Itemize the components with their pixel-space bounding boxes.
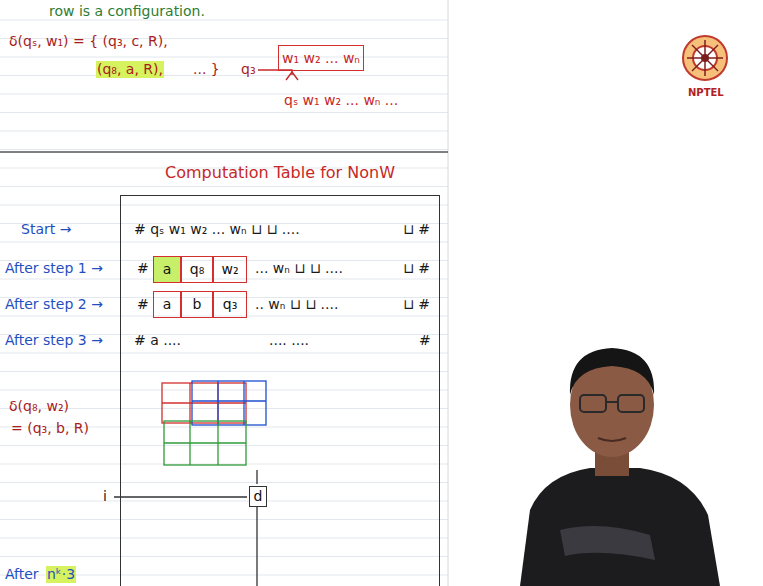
tape-cell: a bbox=[153, 256, 181, 283]
row-cells: ⊔ # bbox=[402, 296, 431, 313]
row-cells: # bbox=[136, 260, 150, 277]
cell-text: q₈ bbox=[190, 261, 205, 278]
row-label: Start → bbox=[20, 221, 72, 238]
computation-table: aq₈w₂abq₃dComputation Table for NonW bbox=[120, 195, 440, 586]
ruled-line bbox=[0, 131, 448, 132]
row-label: After step 3 → bbox=[4, 332, 104, 349]
cell-text: w₂ bbox=[221, 261, 238, 278]
row-label: nᵏ·3 bbox=[46, 566, 76, 583]
row-cells: ⊔ # bbox=[402, 221, 431, 238]
cell-box: d bbox=[249, 486, 267, 507]
ruled-line bbox=[0, 186, 448, 187]
row-cells: ... wₙ ⊔ ⊔ .... bbox=[254, 260, 344, 277]
transition-text: δ(q₈, w₂) bbox=[8, 398, 70, 415]
ruled-line bbox=[0, 519, 448, 520]
tape-cell: w₂ bbox=[213, 256, 247, 283]
row-label: After bbox=[4, 566, 40, 583]
ruled-line bbox=[0, 112, 448, 113]
row-label: After step 1 → bbox=[4, 260, 104, 277]
row-label: After step 2 → bbox=[4, 296, 104, 313]
arrow-head bbox=[286, 72, 298, 80]
transition-text: = (q₃, b, R) bbox=[10, 420, 90, 437]
row-line bbox=[114, 496, 247, 497]
tape-cell: q₈ bbox=[181, 256, 213, 283]
ruled-lines bbox=[0, 20, 448, 575]
logo-text: NPTEL bbox=[687, 84, 725, 101]
row-cells: # qₛ w₁ w₂ ... wₙ ⊔ ⊔ .... bbox=[133, 221, 301, 238]
nptel-logo bbox=[683, 36, 727, 80]
state-name: q₃ bbox=[240, 61, 257, 78]
ruled-line bbox=[0, 149, 448, 150]
row-cells: # bbox=[418, 332, 432, 349]
note-text: row is a configuration. bbox=[48, 3, 206, 20]
ruled-line bbox=[0, 242, 448, 243]
ruled-line bbox=[0, 501, 448, 502]
column-line bbox=[256, 507, 257, 586]
cell-text: a bbox=[163, 261, 172, 278]
row-cells: .... .... bbox=[268, 332, 310, 349]
row-cells: # a .... bbox=[133, 332, 182, 349]
ruled-line bbox=[0, 556, 448, 557]
ruled-line bbox=[0, 390, 448, 391]
ruled-line bbox=[0, 316, 448, 317]
table-heading: Computation Table for NonW bbox=[121, 163, 439, 182]
cell-text: b bbox=[193, 296, 202, 313]
tape-cell: q₃ bbox=[213, 291, 247, 318]
ruled-line bbox=[0, 482, 448, 483]
cell-text: w₁ w₂ ... wₙ bbox=[282, 50, 360, 67]
ruled-line bbox=[0, 205, 448, 206]
lecturer-figure bbox=[520, 348, 720, 586]
cell-text: q₃ bbox=[223, 296, 238, 313]
configuration-text: qₛ w₁ w₂ ... wₙ ... bbox=[283, 92, 399, 109]
transition-text: (q₈, a, R), bbox=[96, 61, 164, 78]
row-index: i bbox=[102, 488, 108, 505]
ruled-line bbox=[0, 538, 448, 539]
tape-box: w₁ w₂ ... wₙ bbox=[278, 45, 364, 71]
separator-line bbox=[0, 151, 448, 153]
transition-text: δ(qₛ, w₁) = { (q₃, c, R), bbox=[8, 33, 169, 50]
row-cells: .. wₙ ⊔ ⊔ .... bbox=[254, 296, 339, 313]
page-edge bbox=[448, 0, 449, 586]
tape-cell: b bbox=[181, 291, 213, 318]
tape-cell: a bbox=[153, 291, 181, 318]
ruled-line bbox=[0, 353, 448, 354]
ruled-line bbox=[0, 445, 448, 446]
ruled-line bbox=[0, 75, 448, 76]
ruled-line bbox=[0, 279, 448, 280]
ruled-line bbox=[0, 371, 448, 372]
cell-text: a bbox=[163, 296, 172, 313]
cell-text: d bbox=[254, 488, 263, 505]
window-sketch bbox=[162, 381, 266, 465]
row-cells: ⊔ # bbox=[402, 260, 431, 277]
ruled-line bbox=[0, 20, 448, 21]
transition-text: ... } bbox=[192, 61, 221, 78]
row-cells: # bbox=[136, 296, 150, 313]
ruled-line bbox=[0, 57, 448, 58]
column-line bbox=[256, 470, 257, 484]
